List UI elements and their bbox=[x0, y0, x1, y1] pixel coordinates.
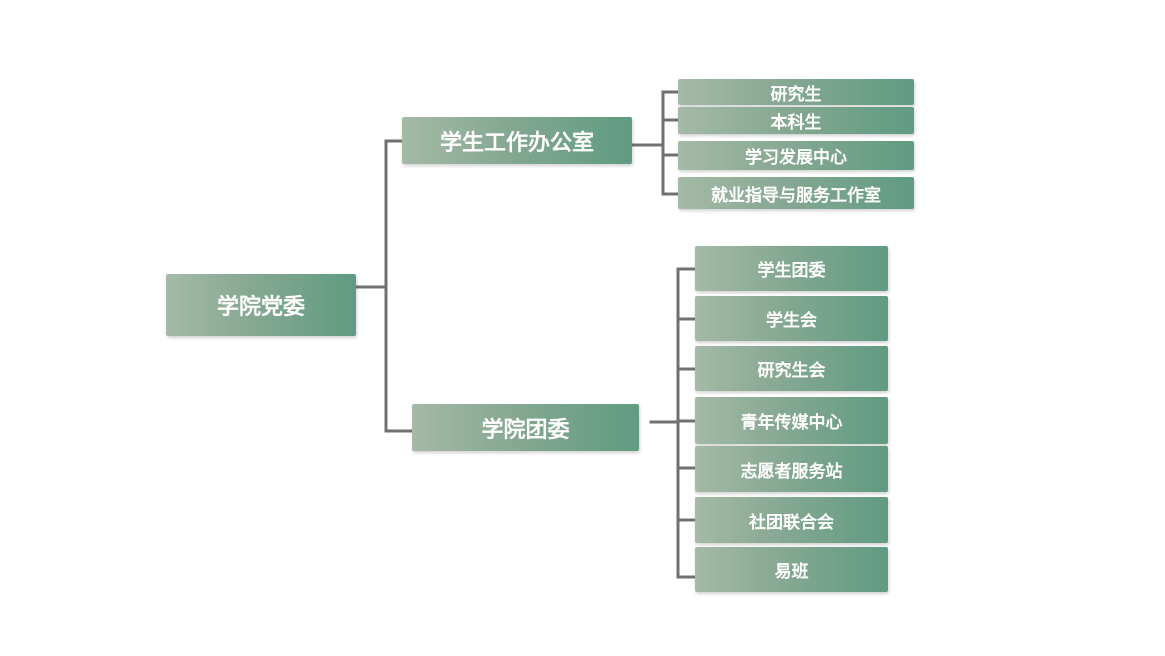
node-graduate-union: 研究生会 bbox=[695, 346, 888, 391]
node-student-affairs-office: 学生工作办公室 bbox=[402, 117, 632, 164]
connector-branch-office bbox=[630, 90, 680, 196]
node-label: 研究生 bbox=[770, 84, 822, 105]
node-label: 就业指导与服务工作室 bbox=[711, 185, 881, 206]
connector-root bbox=[354, 139, 414, 433]
node-student-union: 学生会 bbox=[695, 296, 888, 341]
node-graduate: 研究生 bbox=[678, 79, 914, 105]
connector-branch-league bbox=[649, 267, 697, 579]
node-club-federation: 社团联合会 bbox=[695, 497, 888, 543]
node-label: 学院团委 bbox=[481, 417, 570, 443]
node-label: 易班 bbox=[774, 562, 809, 582]
node-label: 本科生 bbox=[770, 113, 822, 133]
node-label: 学院党委 bbox=[216, 295, 305, 320]
node-label: 学生团委 bbox=[757, 261, 826, 281]
node-employment-guidance-studio: 就业指导与服务工作室 bbox=[678, 177, 914, 209]
node-label: 学生会 bbox=[766, 311, 817, 331]
node-label: 研究生会 bbox=[757, 361, 826, 381]
node-undergraduate: 本科生 bbox=[678, 107, 914, 134]
node-student-league-committee: 学生团委 bbox=[695, 246, 888, 291]
node-college-youth-league: 学院团委 bbox=[412, 404, 639, 451]
node-learning-development-center: 学习发展中心 bbox=[678, 141, 914, 170]
node-college-party-committee: 学院党委 bbox=[166, 274, 356, 336]
node-label: 学习发展中心 bbox=[745, 148, 847, 168]
node-volunteer-station: 志愿者服务站 bbox=[695, 446, 888, 492]
node-youth-media-center: 青年传媒中心 bbox=[695, 397, 888, 444]
node-label: 青年传媒中心 bbox=[740, 413, 843, 433]
node-label: 学生工作办公室 bbox=[439, 130, 594, 156]
node-yiban: 易班 bbox=[695, 547, 888, 592]
node-label: 志愿者服务站 bbox=[740, 461, 843, 482]
node-label: 社团联合会 bbox=[749, 512, 834, 533]
